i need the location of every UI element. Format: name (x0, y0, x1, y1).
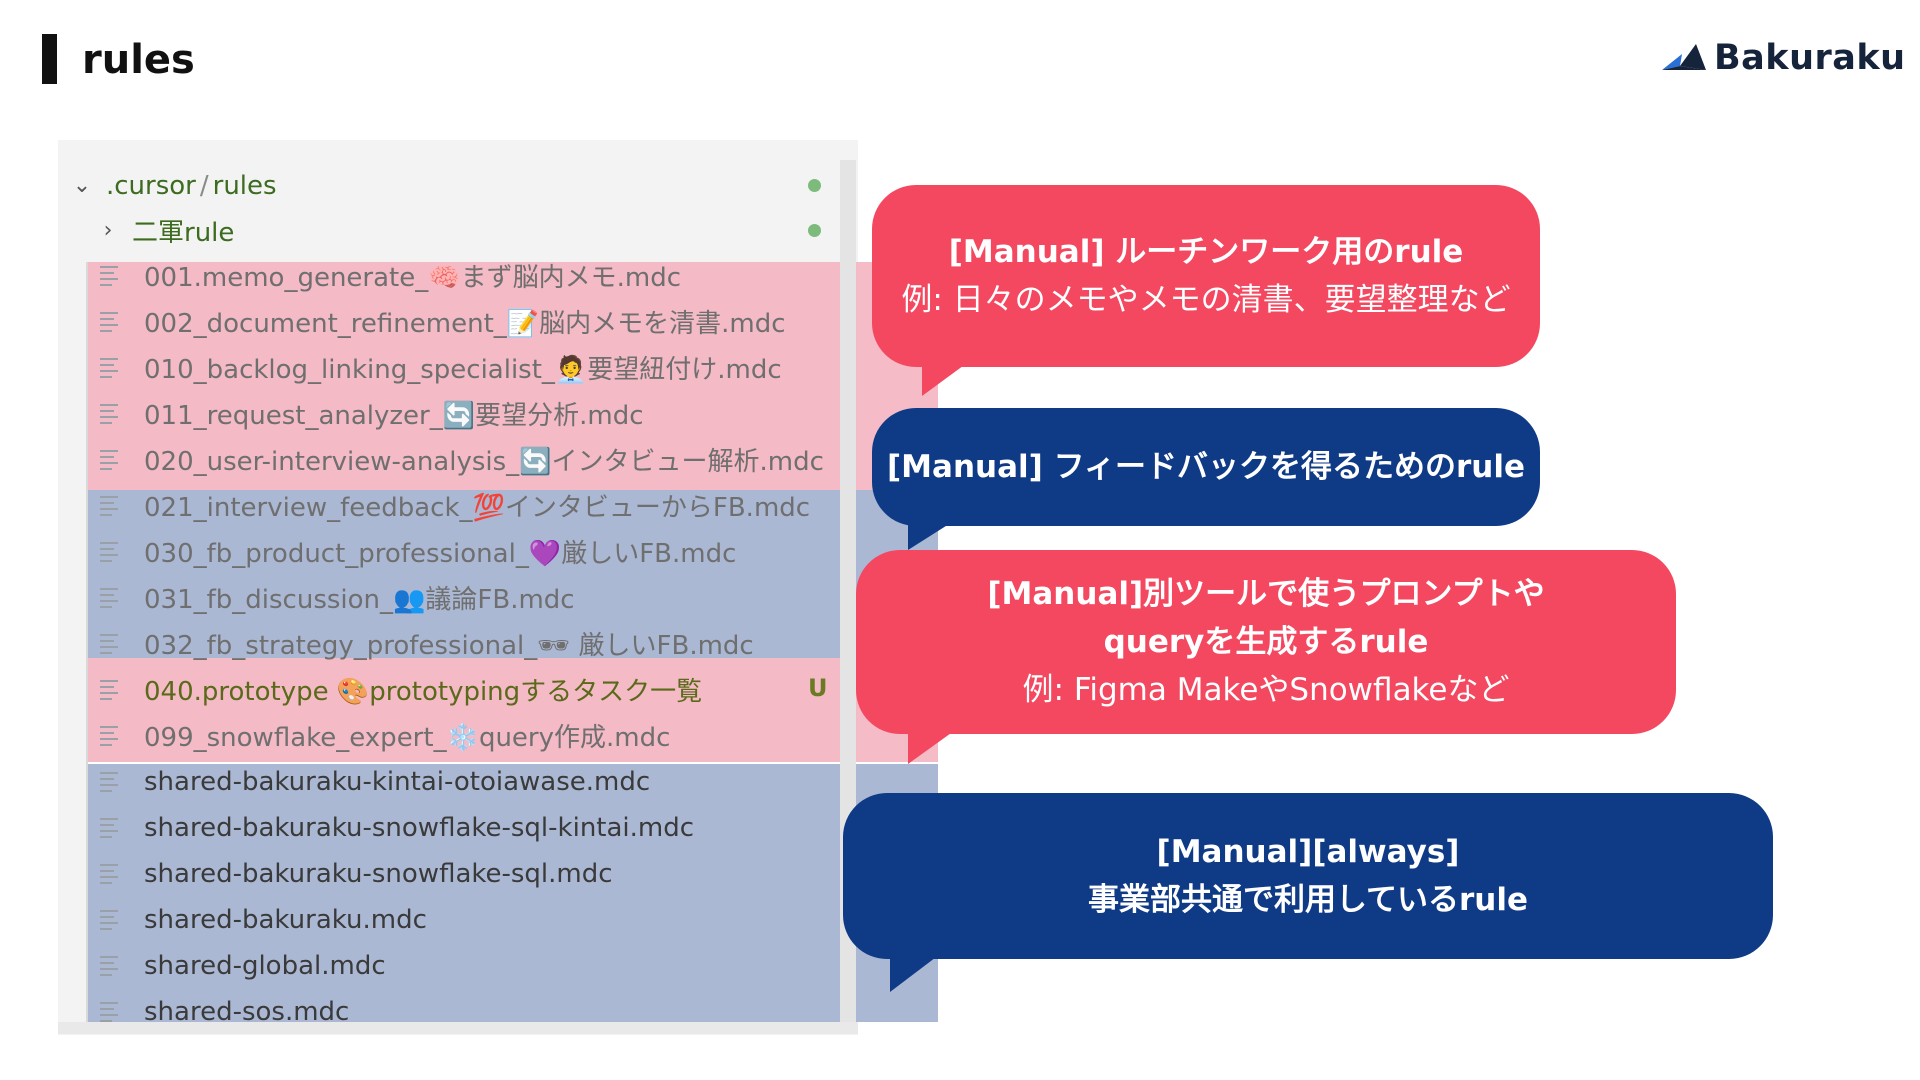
bakuraku-logo-icon (1662, 44, 1706, 70)
file-name: shared-sos.mdc (144, 996, 350, 1027)
untracked-badge: U (808, 674, 828, 702)
callout-heading: [Manual] ルーチンワーク用のrule (948, 234, 1464, 270)
file-lines-icon (100, 311, 130, 332)
callout-feedback-rules: [Manual] フィードバックを得るためのrule (872, 408, 1540, 526)
callout-heading-2: queryを生成するrule (1103, 624, 1429, 660)
file-item[interactable]: 030_fb_product_professional_💜厳しいFB.mdc (70, 529, 830, 574)
file-name: 001.memo_generate_🧠まず脳内メモ.mdc (144, 263, 681, 293)
tree-folder-cursor-rules[interactable]: ⌄ .cursor/rules (70, 163, 830, 208)
explorer-top-strip (58, 140, 858, 150)
folder-label: 二軍rule (132, 218, 235, 248)
file-name: shared-bakuraku-kintai-otoiawase.mdc (144, 766, 651, 797)
file-item[interactable]: shared-global.mdc (70, 943, 830, 988)
file-lines-icon (100, 955, 130, 976)
chevron-down-icon: ⌄ (72, 173, 92, 198)
file-name: 020_user-interview-analysis_🔄インタビュー解析.md… (144, 447, 824, 477)
status-dot (808, 224, 821, 237)
file-lines-icon (100, 1001, 130, 1022)
callout-heading-2: 事業部共通で利用しているrule (1087, 882, 1529, 918)
status-dot (808, 179, 821, 192)
file-lines-icon (100, 357, 130, 378)
callout-heading: [Manual][always] (1156, 834, 1460, 870)
file-item[interactable]: 010_backlog_linking_specialist_🧑‍💼要望紐付け.… (70, 345, 830, 390)
folder-label: .cursor/rules (106, 170, 277, 201)
indent-guide (86, 262, 88, 1022)
callout-heading: [Manual] フィードバックを得るためのrule (887, 449, 1525, 485)
file-lines-icon (100, 633, 130, 654)
file-name: 032_fb_strategy_professional_🕶 厳しいFB.mdc (144, 631, 754, 661)
file-item[interactable]: shared-bakuraku-snowflake-sql.mdc (70, 851, 830, 896)
file-name: shared-bakuraku-snowflake-sql-kintai.mdc (144, 812, 695, 843)
file-item[interactable]: 011_request_analyzer_🔄要望分析.mdc (70, 391, 830, 436)
callout-prompt-rules: [Manual]別ツールで使うプロンプトや queryを生成するrule 例: … (856, 550, 1676, 734)
file-name: shared-bakuraku.mdc (144, 904, 427, 935)
file-item[interactable]: shared-bakuraku.mdc (70, 897, 830, 942)
callout-heading: [Manual]別ツールで使うプロンプトや (987, 576, 1545, 612)
file-name: 099_snowflake_expert_❄️query作成.mdc (144, 723, 671, 753)
file-item[interactable]: 040.prototype 🎨prototypingするタスク一覧 (70, 667, 830, 712)
slide-title: rules (82, 37, 195, 83)
callout-routine-rules: [Manual] ルーチンワーク用のrule 例: 日々のメモやメモの清書、要望… (872, 185, 1540, 367)
file-name: 040.prototype 🎨prototypingするタスク一覧 (144, 677, 703, 707)
file-item[interactable]: shared-sos.mdc (70, 989, 830, 1034)
tree-folder-nigun-rule[interactable]: › 二軍rule (96, 208, 856, 253)
callout-example: 例: 日々のメモやメモの清書、要望整理など (901, 282, 1511, 318)
file-item[interactable]: 099_snowflake_expert_❄️query作成.mdc (70, 713, 830, 758)
logo-text: Bakuraku (1714, 38, 1906, 78)
file-item[interactable]: 021_interview_feedback_💯インタビューからFB.mdc (70, 483, 830, 528)
explorer-bottom-edge (58, 1022, 858, 1034)
file-item[interactable]: 031_fb_discussion_👥議論FB.mdc (70, 575, 830, 620)
file-lines-icon (100, 449, 130, 470)
file-name: 011_request_analyzer_🔄要望分析.mdc (144, 401, 644, 431)
file-name: shared-global.mdc (144, 950, 386, 981)
file-lines-icon (100, 679, 130, 700)
highlight-shared-rules (88, 762, 938, 1022)
file-name: 002_document_refinement_📝脳内メモを清書.mdc (144, 309, 786, 339)
chevron-right-icon: › (103, 218, 113, 243)
file-lines-icon (100, 495, 130, 516)
file-item[interactable]: shared-bakuraku-snowflake-sql-kintai.mdc (70, 805, 830, 850)
callout-shared-rules: [Manual][always] 事業部共通で利用しているrule (843, 793, 1773, 959)
highlight-prompt-rules (88, 658, 938, 762)
file-item[interactable]: 032_fb_strategy_professional_🕶 厳しいFB.mdc (70, 621, 830, 666)
file-item[interactable]: 020_user-interview-analysis_🔄インタビュー解析.md… (70, 437, 830, 482)
file-item[interactable]: shared-bakuraku-kintai-otoiawase.mdc (70, 759, 830, 804)
highlight-routine-rules (88, 262, 938, 490)
bakuraku-logo: Bakuraku (1660, 36, 1906, 80)
file-name: 010_backlog_linking_specialist_🧑‍💼要望紐付け.… (144, 355, 782, 385)
file-lines-icon (100, 771, 130, 792)
file-lines-icon (100, 587, 130, 608)
file-lines-icon (100, 909, 130, 930)
file-name: shared-bakuraku-snowflake-sql.mdc (144, 858, 613, 889)
callout-example: 例: Figma MakeやSnowflakeなど (1022, 672, 1510, 708)
file-item[interactable]: 001.memo_generate_🧠まず脳内メモ.mdc (70, 253, 830, 298)
file-lines-icon (100, 817, 130, 838)
file-lines-icon (100, 863, 130, 884)
file-name: 031_fb_discussion_👥議論FB.mdc (144, 585, 575, 615)
file-name: 030_fb_product_professional_💜厳しいFB.mdc (144, 539, 737, 569)
file-lines-icon (100, 541, 130, 562)
file-name: 021_interview_feedback_💯インタビューからFB.mdc (144, 493, 811, 523)
file-item[interactable]: 002_document_refinement_📝脳内メモを清書.mdc (70, 299, 830, 344)
file-lines-icon (100, 403, 130, 424)
title-accent-bar (42, 34, 57, 84)
file-lines-icon (100, 265, 130, 286)
file-lines-icon (100, 725, 130, 746)
highlight-feedback-rules (88, 490, 938, 658)
